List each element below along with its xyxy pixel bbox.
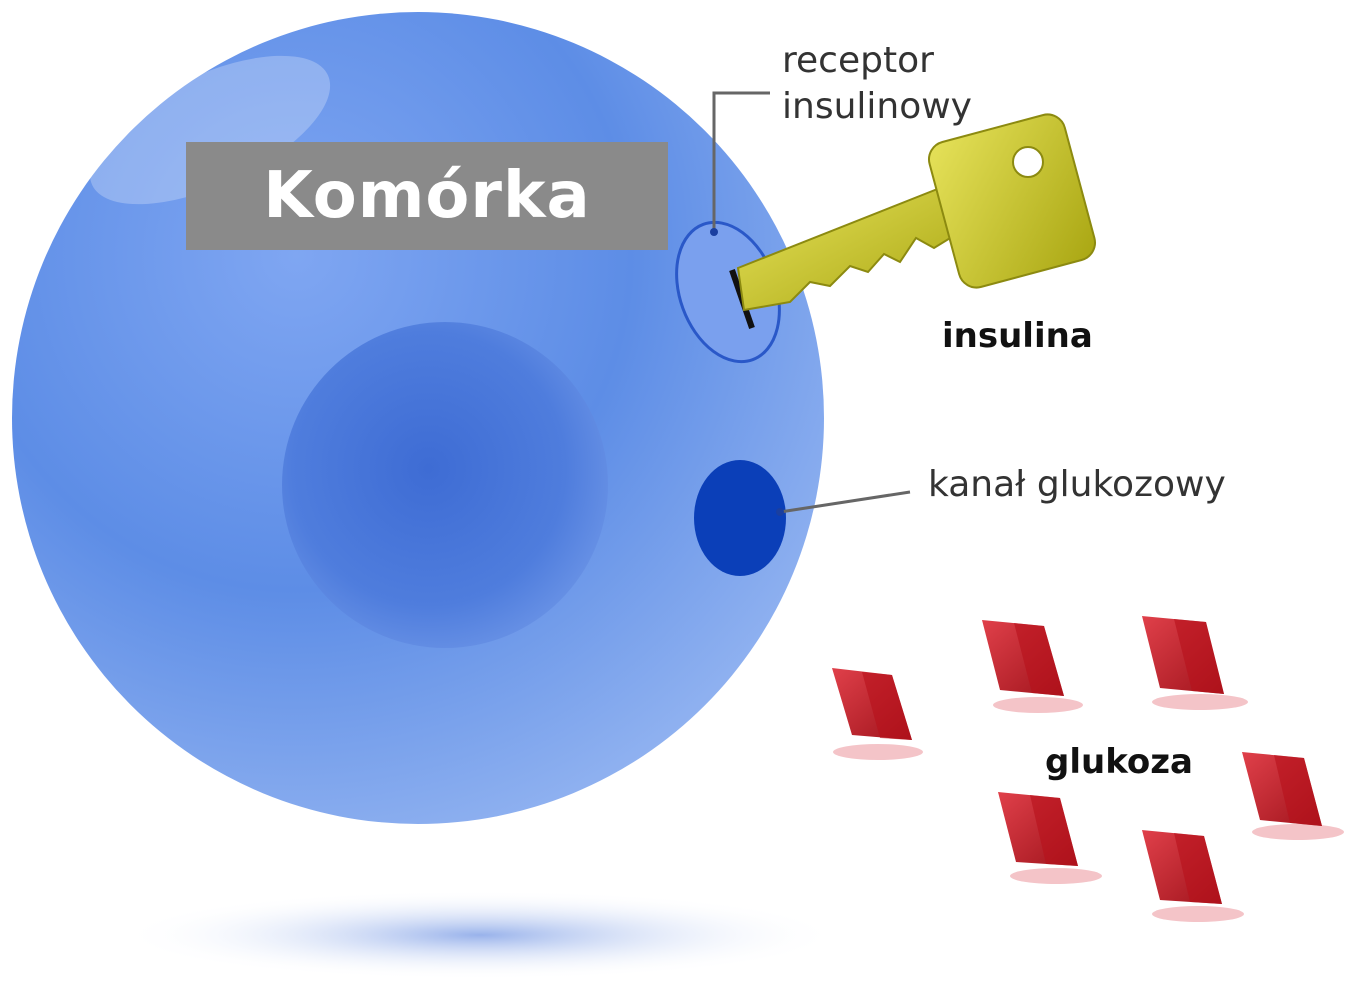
glucose-molecule-1	[832, 668, 923, 760]
receptor-label: receptor insulinowy	[782, 38, 972, 130]
receptor-leader-dot	[710, 228, 718, 236]
insulin-label: insulina	[942, 316, 1093, 356]
channel-leader-dot	[776, 508, 784, 516]
glucose-molecule-3	[1142, 616, 1248, 710]
nucleus	[282, 322, 608, 648]
glucose-molecule-5	[998, 792, 1102, 884]
glucose-molecule-6	[1142, 830, 1244, 922]
receptor-label-line2: insulinowy	[782, 84, 972, 130]
insulin-key-icon	[738, 110, 1099, 310]
cell-shadow	[120, 890, 840, 980]
glucose-label: glukoza	[1045, 742, 1193, 782]
cell-title: Komórka	[263, 159, 590, 233]
glucose-molecule-4	[1242, 752, 1344, 840]
cell-title-box: Komórka	[186, 142, 668, 250]
channel-label: kanał glukozowy	[928, 462, 1226, 508]
receptor-label-line1: receptor	[782, 38, 972, 84]
glucose-channel	[694, 460, 786, 576]
glucose-molecule-2	[982, 620, 1083, 713]
